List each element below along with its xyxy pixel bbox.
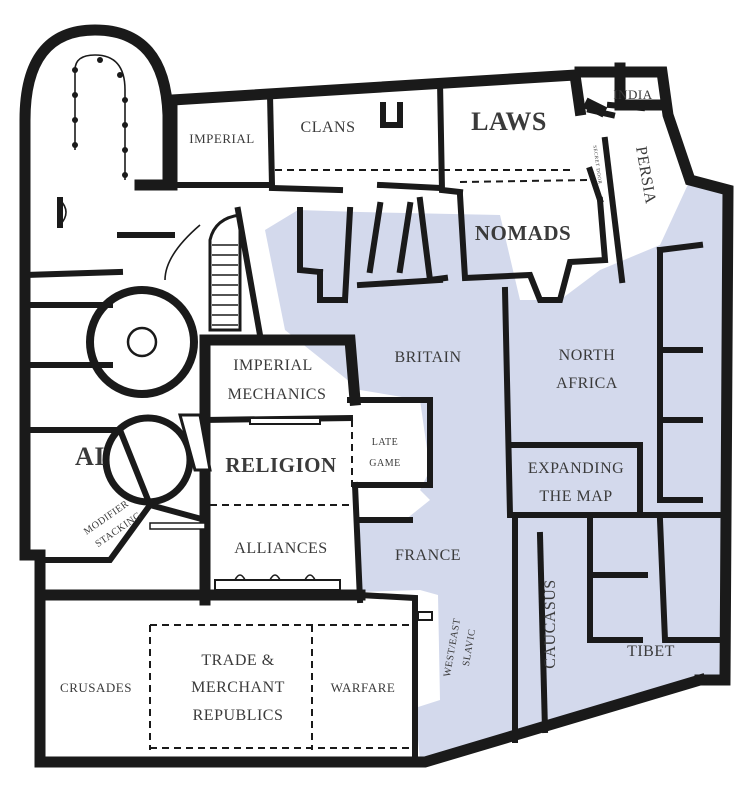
label-britain: BRITAIN [394, 349, 461, 366]
label-india: INDIA [613, 87, 652, 102]
label-north-africa-line2: AFRICA [556, 375, 618, 392]
label-imperial-mechanics-line1: IMPERIAL [233, 357, 313, 374]
label-persia: PERSIA [632, 145, 659, 205]
apse-colonnade [57, 54, 128, 228]
label-late-game-line2: GAME [369, 458, 400, 469]
label-late-game-line1: LATE [372, 437, 398, 448]
staircase [208, 206, 264, 339]
interior-walls [21, 78, 723, 763]
label-religion: RELIGION [225, 453, 336, 477]
label-france: FRANCE [395, 547, 461, 564]
label-imperial-mechanics-line2: MECHANICS [228, 386, 327, 403]
balcony-rails [149, 413, 433, 621]
label-nomads: NOMADS [475, 221, 571, 245]
label-trade-line3: REPUBLICS [193, 707, 284, 724]
label-expanding-the-map-line1: EXPANDING [528, 460, 624, 477]
label-expanding-the-map-line2: THE MAP [539, 488, 612, 505]
label-crusades: CRUSADES [60, 680, 132, 695]
label-tibet: TIBET [627, 643, 675, 660]
label-warfare: WARFARE [331, 680, 396, 695]
label-north-africa-line1: NORTH [559, 347, 616, 364]
outer-walls [19, 24, 734, 768]
label-alliances: ALLIANCES [234, 540, 327, 557]
label-secret-door: SECRET DOOR [591, 145, 601, 185]
label-caucasus: CAUCASUS [542, 579, 559, 668]
label-clans: CLANS [301, 119, 356, 136]
label-imperial: IMPERIAL [189, 131, 254, 146]
label-ai: AI [75, 442, 105, 471]
rotunda [86, 286, 198, 506]
shaded-region [265, 180, 728, 760]
label-trade-line2: MERCHANT [191, 679, 285, 696]
label-trade-line1: TRADE & [201, 652, 274, 669]
label-laws: LAWS [471, 107, 547, 136]
